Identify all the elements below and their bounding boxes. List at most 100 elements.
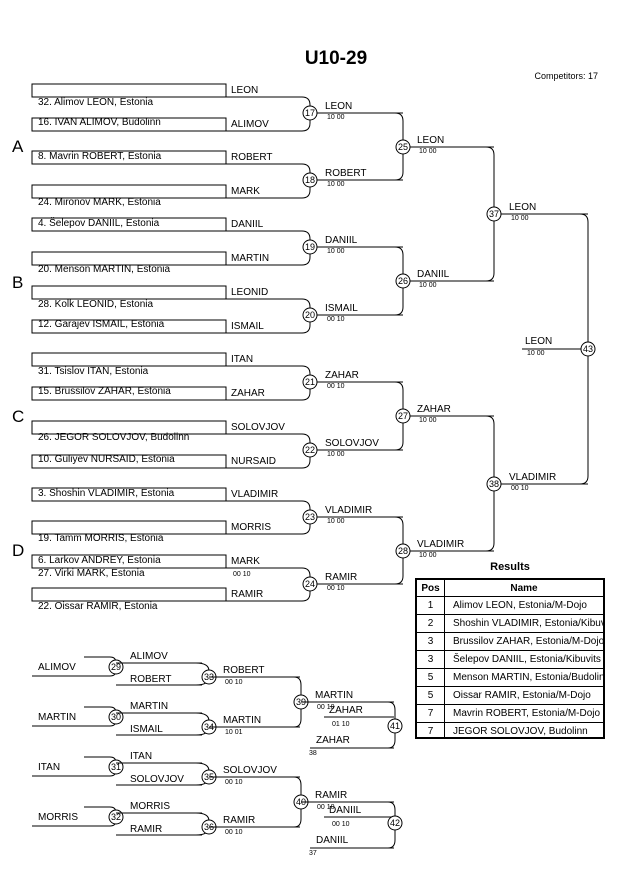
entry-box [31, 83, 227, 98]
page-title: U10-29 [305, 48, 367, 69]
entry-name: 16. IVAN ALIMOV, Budolinn [38, 117, 161, 128]
round2-score: 10 00 [419, 282, 437, 289]
match-number: 43 [583, 344, 593, 354]
round2-winner: LEON [417, 135, 444, 146]
round2-winner: VLADIMIR [417, 539, 464, 550]
round1-score: 00 10 [327, 383, 345, 390]
entry-name: 6. Larkov ANDREY, Estonia [38, 555, 161, 566]
match-number: 17 [305, 108, 315, 118]
results-name: Šelepov DANIIL, Estonia/Kibuvits judo [444, 650, 603, 669]
competitors-count: Competitors: 17 [534, 71, 598, 81]
results-header-row: Pos Name [417, 580, 603, 597]
repechage-name: ITAN [38, 762, 60, 773]
repechage-note: 37 [309, 850, 317, 857]
round1-score: 00 10 [327, 585, 345, 592]
repechage-name: ALIMOV [38, 662, 76, 673]
repechage-score: 00 10 [225, 829, 243, 836]
match-number: 26 [398, 276, 408, 286]
round2-score: 10 00 [419, 552, 437, 559]
results-name: Alimov LEON, Estonia/M-Dojo [453, 600, 587, 611]
round1-name: MARK [231, 186, 260, 197]
round1-winner: ISMAIL [325, 303, 358, 314]
repechage-winner: SOLOVJOV [223, 765, 277, 776]
repechage-name: ALIMOV [130, 651, 168, 662]
round1-name: MARTIN [231, 253, 269, 264]
results-name: Menson MARTIN, Estonia/Budolinn [444, 668, 603, 687]
results-name: Shoshin VLADIMIR, Estonia/Kibuvits judo [444, 614, 603, 633]
match-number: 38 [489, 479, 499, 489]
entry-box [31, 352, 227, 367]
entry-name: 26. JEGOR SOLOVJOV, Budolinn [38, 432, 189, 443]
results-name: Mavrin ROBERT, Estonia/M-Dojo [444, 704, 603, 723]
round3-score: 10 00 [511, 215, 529, 222]
round1-name: MORRIS [231, 522, 271, 533]
entry-name: 8. Mavrin ROBERT, Estonia [38, 151, 162, 162]
match-number: 21 [305, 377, 315, 387]
round1-score: 10 00 [327, 248, 345, 255]
results-name: Brussilov ZAHAR, Estonia/M-Dojo [444, 632, 603, 651]
entry-name: 27. Virki MARK, Estonia [38, 568, 145, 579]
round2-score: 10 00 [419, 417, 437, 424]
round1-name: LEON [231, 85, 258, 96]
round1-name: DANIIL [231, 219, 264, 230]
match-node [395, 543, 411, 559]
match-node [302, 509, 318, 525]
round1-name: ISMAIL [231, 321, 264, 332]
group-label-a: A [12, 137, 24, 156]
entry-box [31, 587, 227, 602]
group-label-c: C [12, 407, 24, 426]
results-header-pos: Pos [417, 580, 445, 597]
entry-name: 3. Shoshin VLADIMIR, Estonia [38, 488, 175, 499]
entry-name: 20. Menson MARTIN, Estonia [38, 264, 171, 275]
round1-name: ROBERT [231, 152, 273, 163]
round1-name: VLADIMIR [231, 489, 278, 500]
repechage-winner: RAMIR [315, 790, 347, 801]
round1-name: LEONID [231, 287, 268, 298]
match-number: 23 [305, 512, 315, 522]
match-number: 22 [305, 445, 315, 455]
round1-score: 10 00 [327, 114, 345, 121]
entry-name: 22. Oissar RAMIR, Estonia [38, 601, 158, 612]
entry-name: 19. Tamm MORRIS, Estonia [38, 533, 164, 544]
round1-score: 10 00 [327, 181, 345, 188]
round2-winner: ZAHAR [417, 404, 451, 415]
round1-winner: DANIIL [325, 235, 358, 246]
round1-score: 00 10 [327, 316, 345, 323]
repechage-name: MORRIS [38, 812, 78, 823]
round1-score: 10 00 [327, 451, 345, 458]
match-node [302, 374, 318, 390]
entry-box [31, 285, 227, 300]
match-node [387, 815, 403, 831]
repechage-name: ROBERT [130, 674, 172, 685]
round1-winner: LEON [325, 101, 352, 112]
match-number: 41 [390, 721, 400, 731]
match-node [395, 273, 411, 289]
round3-winner: LEON [509, 202, 536, 213]
entry-name: 4. Šelepov DANIIL, Estonia [38, 216, 160, 229]
repechage-score: 10 01 [225, 729, 243, 736]
round1-name: ITAN [231, 354, 253, 365]
repechage-score: 00 10 [332, 821, 350, 828]
group-label-b: B [12, 273, 23, 292]
repechage-name: MORRIS [130, 801, 170, 812]
repechage-name: MARTIN [38, 712, 76, 723]
repechage-winner: RAMIR [223, 815, 255, 826]
repechage-final-name: ZAHAR [316, 735, 350, 746]
match-number: 28 [398, 546, 408, 556]
round2-winner: DANIIL [417, 269, 450, 280]
repechage-final-name: DANIIL [316, 835, 349, 846]
round1-name: SOLOVJOV [231, 422, 285, 433]
final-winner: LEON [525, 336, 552, 347]
results-pos: 7 [417, 704, 445, 723]
match-number: 37 [489, 209, 499, 219]
final-score: 10 00 [527, 350, 545, 357]
repechage-score: 00 10 [225, 779, 243, 786]
match-number: 25 [398, 142, 408, 152]
round1-winner: ROBERT [325, 168, 367, 179]
